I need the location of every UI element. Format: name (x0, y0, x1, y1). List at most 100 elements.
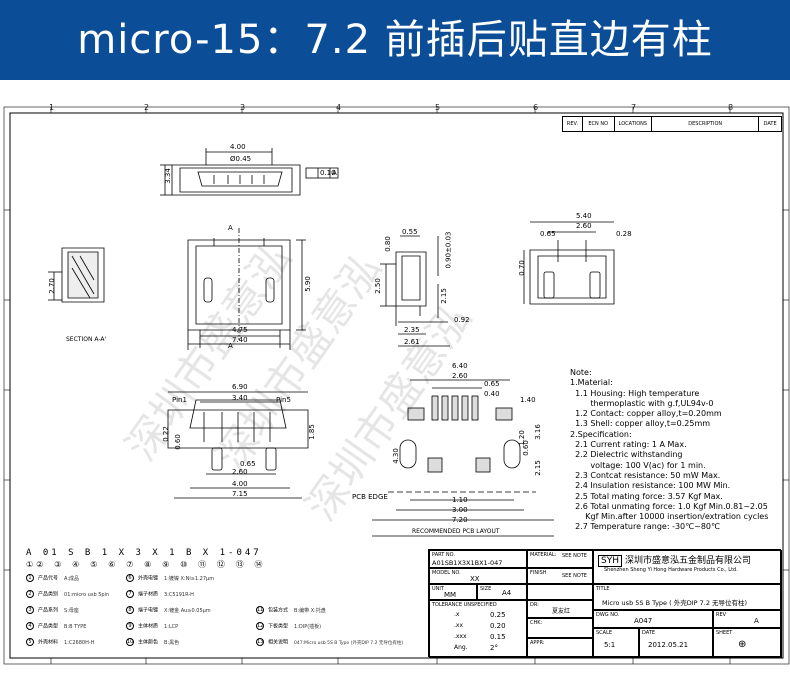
grid-col-1: 1 (49, 103, 55, 112)
dim-label: 0.55 (402, 228, 418, 236)
dim-label: 0.65 (540, 230, 556, 238)
part-no-cell: PART NO.A01SB1X3X1BX1-047 (429, 550, 527, 568)
page-banner: micro-15：7.2 前插后贴直边有柱 (0, 0, 790, 80)
side-view (380, 235, 450, 347)
company-name-en: Shenzhen Sheng Yi Hong Hardware Products… (604, 567, 738, 573)
dim-label: 7.15 (232, 490, 248, 498)
company-logo: SYH (598, 555, 622, 567)
top-view (160, 148, 339, 196)
dim-label: 0.65 (240, 460, 256, 468)
part-code-index: ①② ③ ④ ⑤ ⑥ ⑦ ⑧ ⑨ ⑩ ⑪ ⑫ ⑬ ⑭ (26, 560, 266, 569)
pcb-layout-view (372, 379, 554, 537)
dim-label: 6.40 (452, 362, 468, 370)
blank-cell (527, 584, 593, 600)
title-block: PART NO.A01SB1X3X1BX1-047 MODEL NO.XX UN… (428, 549, 782, 658)
dim-label: Ø0.45 (230, 155, 252, 163)
pin-label: Pin5 (276, 396, 291, 404)
dim-label: 3.40 (232, 394, 248, 402)
dim-label: 2.70 (47, 278, 56, 294)
bottom-view (167, 391, 309, 499)
grid-col-5: 5 (435, 103, 441, 112)
projection-symbol-icon: ⊕ (738, 639, 747, 650)
revision-table: REV. ECN NO LOCATIONS DESCRIPTION DATE (562, 116, 782, 132)
dim-label: 2.60 (576, 222, 592, 230)
specification-notes: Note: 1.Material: 1.1 Housing: High temp… (570, 368, 769, 532)
dim-label: 2.35 (404, 326, 420, 334)
chk-cell: CHK: (527, 618, 593, 638)
dim-label: 3.00 (452, 506, 468, 514)
model-no-cell: MODEL NO.XX (429, 568, 527, 584)
dim-label: 4.00 (230, 143, 246, 151)
dim-label: 0.28 (616, 230, 632, 238)
grid-col-7: 7 (631, 103, 637, 112)
grid-col-6: 6 (533, 103, 539, 112)
part-code: A 01 S B 1 X 3 X 1 B X 1-047 (26, 548, 262, 558)
dim-label: 5.40 (576, 212, 592, 220)
grid-col-4: 4 (336, 103, 342, 112)
dim-label: 1.85 (307, 424, 316, 440)
locations-header: LOCATIONS (615, 117, 653, 131)
dim-label: 0.10 (320, 169, 336, 177)
dim-label: 0.40 (484, 390, 500, 398)
dim-label: 2.61 (404, 338, 420, 346)
dim-label: A (332, 169, 337, 177)
front-view (187, 228, 306, 350)
end-view (523, 221, 615, 305)
appr-cell: APPR: (527, 638, 593, 658)
dim-label: 0.60 (521, 440, 530, 456)
grid-col-2: 2 (144, 103, 150, 112)
dim-label: 1.40 (520, 396, 536, 404)
dim-label: 7.20 (452, 516, 468, 524)
dim-label: 0.70 (517, 260, 526, 276)
dim-label: 4.00 (232, 480, 248, 488)
material-cell: MATERIAL:SEE NOTE (527, 550, 593, 568)
dim-label: 3.34 (163, 168, 172, 184)
section-marker: A (228, 224, 233, 232)
dim-label: 1.10 (452, 496, 468, 504)
dwg-no-cell: DWG NO.A047 (593, 610, 713, 628)
dim-label: 7.40 (232, 336, 248, 344)
pcb-layout-title: RECOMMENDED PCB LAYOUT (412, 528, 500, 535)
section-view (48, 247, 105, 303)
dim-label: 2.60 (232, 468, 248, 476)
dim-label: 0.80 (383, 236, 392, 252)
description-header: DESCRIPTION (652, 117, 760, 131)
pin-label: Pin1 (172, 396, 187, 404)
pcb-edge-label: PCB EDGE (352, 493, 388, 501)
dim-label: 2.60 (452, 372, 468, 380)
dim-label: 4.75 (232, 326, 248, 334)
dr-cell: DR:夏友红 (527, 600, 593, 618)
dim-label: 3.16 (533, 424, 542, 440)
grid-col-3: 3 (240, 103, 246, 112)
dim-label: 0.90±0.03 (444, 231, 453, 269)
rev-header: REV. (563, 117, 583, 131)
section-marker: A (228, 342, 233, 350)
drawing-frame (3, 106, 790, 665)
dim-label: 0.92 (454, 316, 470, 324)
grid-col-8: 8 (728, 103, 734, 112)
ecn-header: ECN NO (583, 117, 615, 131)
dim-label: 6.90 (232, 383, 248, 391)
dim-label: 0.65 (484, 380, 500, 388)
date-header: DATE (763, 121, 777, 127)
